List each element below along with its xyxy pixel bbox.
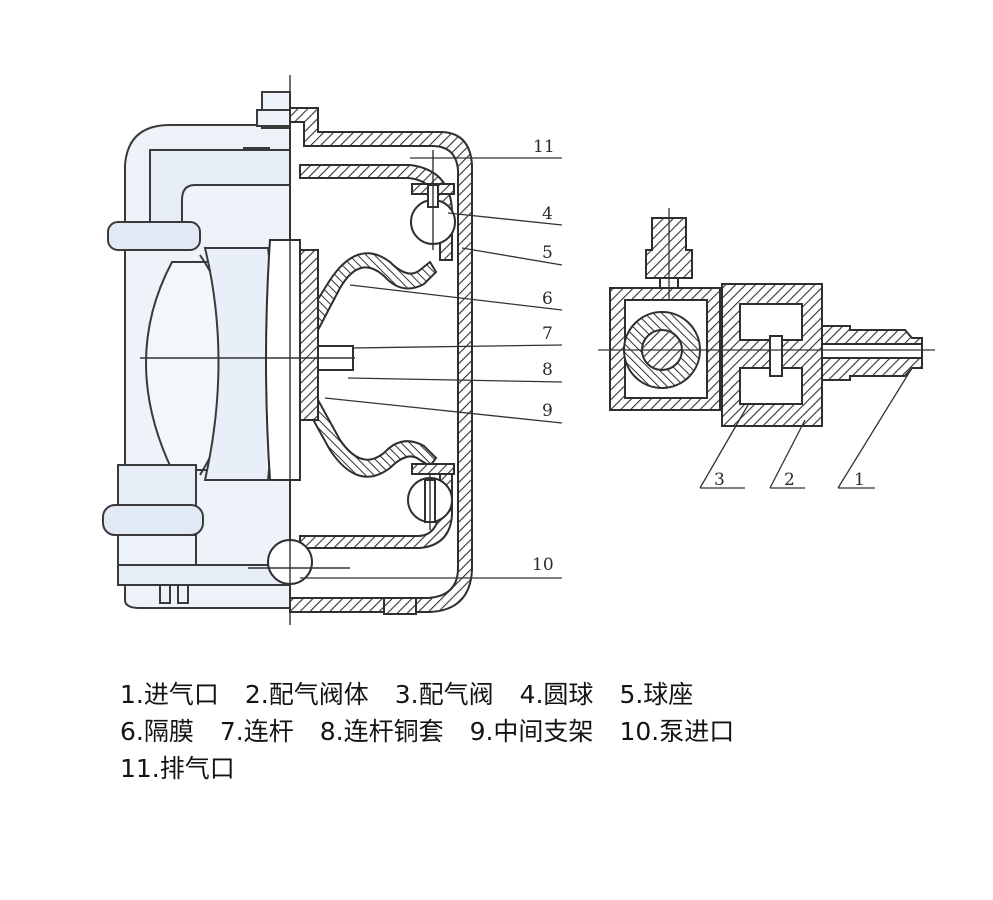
- legend-item: 5.球座: [619, 680, 694, 709]
- legend-row: 1.进气口 2.配气阀体 3.配气阀 4.圆球 5.球座: [120, 676, 920, 713]
- callout-2: 2: [784, 470, 795, 490]
- detail-center-lines: [598, 208, 935, 351]
- pump-section-half: [265, 107, 473, 615]
- callout-1: 1: [854, 470, 865, 490]
- legend-item: 8.连杆铜套: [319, 717, 444, 746]
- leader-lines-left: [300, 157, 563, 579]
- legend-item: 6.隔膜: [120, 717, 194, 746]
- callout-6: 6: [542, 289, 553, 309]
- air-valve-detail: [609, 217, 923, 427]
- legend-item: 2.配气阀体: [244, 680, 369, 709]
- legend-item: 9.中间支架: [469, 717, 594, 746]
- callout-8: 8: [542, 360, 553, 380]
- legend-item: 10.泵进口: [619, 717, 735, 746]
- legend-item: 1.进气口: [120, 680, 219, 709]
- parts-legend: 1.进气口 2.配气阀体 3.配气阀 4.圆球 5.球座 6.隔膜 7.连杆 8.连杆铜套 9…: [120, 676, 920, 787]
- callout-11: 11: [533, 137, 555, 157]
- pump-external-half: [102, 91, 291, 609]
- callout-10: 10: [532, 555, 554, 575]
- callout-5: 5: [542, 243, 553, 263]
- legend-item: 11.排气口: [120, 754, 235, 783]
- center-lines: [140, 75, 434, 625]
- legend-item: 7.连杆: [219, 717, 294, 746]
- callout-3: 3: [714, 470, 725, 490]
- legend-row: 11.排气口: [120, 750, 920, 787]
- legend-item: 4.圆球: [519, 680, 594, 709]
- callout-9: 9: [542, 401, 553, 421]
- leader-lines-right: [699, 367, 913, 489]
- legend-item: 3.配气阀: [394, 680, 494, 709]
- callout-7: 7: [542, 324, 553, 344]
- legend-row: 6.隔膜 7.连杆 8.连杆铜套 9.中间支架 10.泵进口: [120, 713, 920, 750]
- callout-4: 4: [542, 204, 553, 224]
- pump-cross-section-diagram: 11 4 5 6 7 8 9 10 3 2 1: [102, 75, 935, 625]
